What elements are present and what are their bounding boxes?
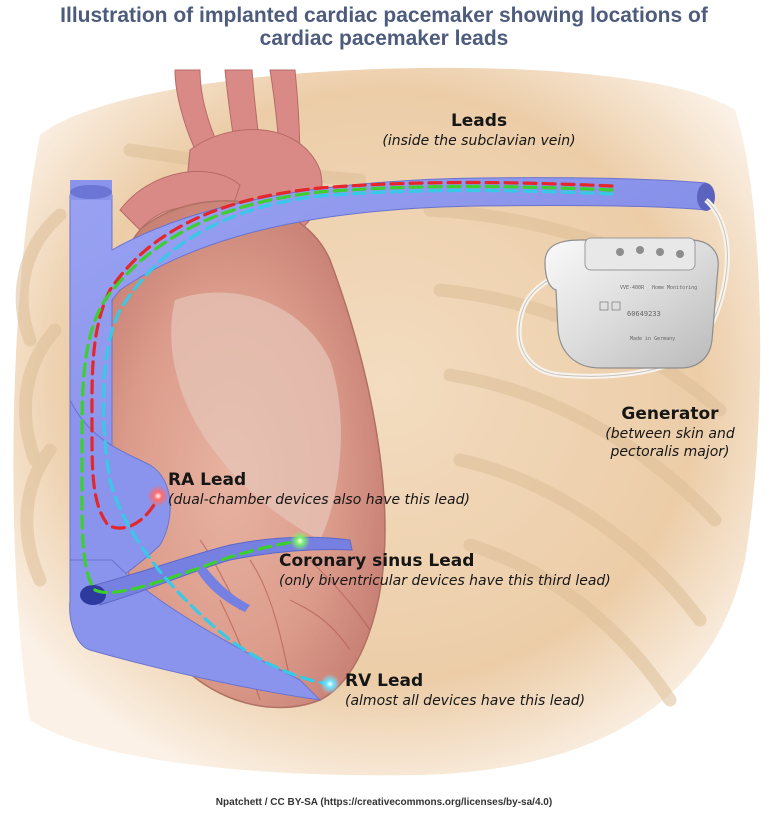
generator-note-line-2: pectoralis major) — [610, 444, 730, 460]
heart — [103, 200, 386, 709]
rv-lead-tip — [320, 674, 340, 694]
rv-lead-wire — [101, 188, 614, 686]
pacemaker-leads — [80, 180, 614, 686]
rv-lead-note: (almost all devices have this lead) — [345, 693, 586, 709]
ra-lead-heading: RA Lead — [168, 470, 247, 490]
rv-lead-heading: RV Lead — [345, 671, 424, 691]
generator-label: Generator (between skin and pectoralis m… — [580, 404, 760, 461]
rv-lead-label: RV Lead (almost all devices have this le… — [345, 671, 585, 710]
ra-lead-wire — [90, 180, 614, 530]
device-model-text: VVE-400R — [620, 285, 645, 291]
ra-lead-label: RA Lead (dual-chamber devices also have … — [168, 470, 470, 509]
title-line-2: cardiac pacemaker leads — [259, 27, 509, 50]
leads-label: Leads (inside the subclavian vein) — [367, 111, 591, 150]
cs-lead-label: Coronary sinus Lead (only biventricular … — [279, 551, 611, 590]
cs-lead-wire — [80, 184, 614, 595]
great-vessels — [119, 69, 323, 252]
attribution-credit: Npatchett / CC BY-SA (https://creativeco… — [215, 797, 553, 808]
device-serial-text: 60649233 — [627, 310, 661, 318]
diagram-title: Illustration of implanted cardiac pacema… — [0, 4, 768, 50]
pacemaker-generator: VVE-400R Home Monitoring 60649233 Made i… — [516, 198, 730, 379]
generator-note-line-1: (between skin and — [605, 426, 735, 442]
generator-heading: Generator — [621, 404, 719, 424]
ra-lead-tip — [147, 485, 169, 507]
cs-lead-tip — [290, 531, 310, 551]
cs-lead-heading: Coronary sinus Lead — [279, 551, 475, 571]
electrode-tips — [147, 485, 340, 694]
leads-note: (inside the subclavian vein) — [382, 133, 576, 149]
ra-lead-note: (dual-chamber devices also have this lea… — [168, 492, 470, 508]
leads-heading: Leads — [450, 111, 508, 131]
device-feature-text: Home Monitoring — [652, 285, 697, 291]
title-line-1: Illustration of implanted cardiac pacema… — [60, 4, 708, 27]
device-origin-text: Made in Germany — [630, 336, 675, 342]
cs-lead-note: (only biventricular devices have this th… — [279, 573, 611, 589]
